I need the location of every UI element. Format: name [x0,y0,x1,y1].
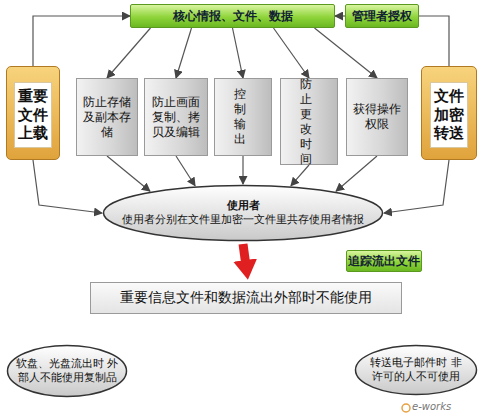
connector [33,16,130,66]
connector [176,156,195,186]
function-box: 防止存储及副本存储 [76,78,138,156]
connector [336,156,377,191]
watermark: e-works [412,401,451,412]
outcome-ellipse: 转送电子邮件时 非许可的人不可使用 [354,344,478,396]
outcome-ellipse: 软盘、光盘流出时 外部人不能使用复制品 [6,344,128,398]
node-text: 重要文件上载 [14,82,52,148]
node-text: 防止画面复制、拷贝及编辑 [151,95,200,140]
clipboard: 重要文件上载 [6,66,60,160]
node-text: 文件加密转送 [430,82,468,148]
node-text: 追踪流出文件 [348,254,420,269]
node-text: 重要信息文件和数据流出外部时不能使用 [120,289,372,307]
node-text: 核心情报、文件、数据 [173,9,293,24]
function-box: 防止画面复制、拷贝及编辑 [144,78,208,156]
node-text: 获得操作权限 [351,102,403,132]
node-text: 软盘、光盘流出时 外部人不能使用复制品 [11,357,123,385]
result-box: 重要信息文件和数据流出外部时不能使用 [90,282,402,314]
connector [176,28,192,78]
node-text: 防止更改时间 [293,77,324,167]
connector [33,160,102,213]
function-box: 防止更改时间 [280,78,338,165]
node-text: 转送电子邮件时 非许可的人不可使用 [366,356,466,384]
clipboard: 文件加密转送 [421,66,477,160]
watermark-logo [402,404,410,412]
result-arrow [243,244,246,266]
node-text: 管理者授权 [352,9,412,24]
auth-box: 管理者授权 [345,4,419,28]
connector [315,28,378,78]
connector [419,16,449,66]
connector [335,15,345,16]
node-text: 防止存储及副本存储 [81,95,133,140]
tracking-box: 追踪流出文件 [346,250,422,272]
connector [107,156,150,191]
function-box: 控制输出 [214,78,272,156]
user-ellipse: 使用者使用者分别在文件里加密一文件里共存使用者情报 [102,184,384,242]
connector [242,156,243,184]
connector [384,160,449,213]
connector [291,165,309,186]
node-heading: 使用者 [227,199,260,213]
node-text: 控制输出 [227,87,258,147]
core-data-box: 核心情报、文件、数据 [130,4,335,28]
connector [233,28,244,78]
function-box: 获得操作权限 [346,78,408,156]
connector [274,28,310,78]
connector [107,28,151,78]
node-text: 使用者分别在文件里加密一文件里共存使用者情报 [122,213,364,227]
